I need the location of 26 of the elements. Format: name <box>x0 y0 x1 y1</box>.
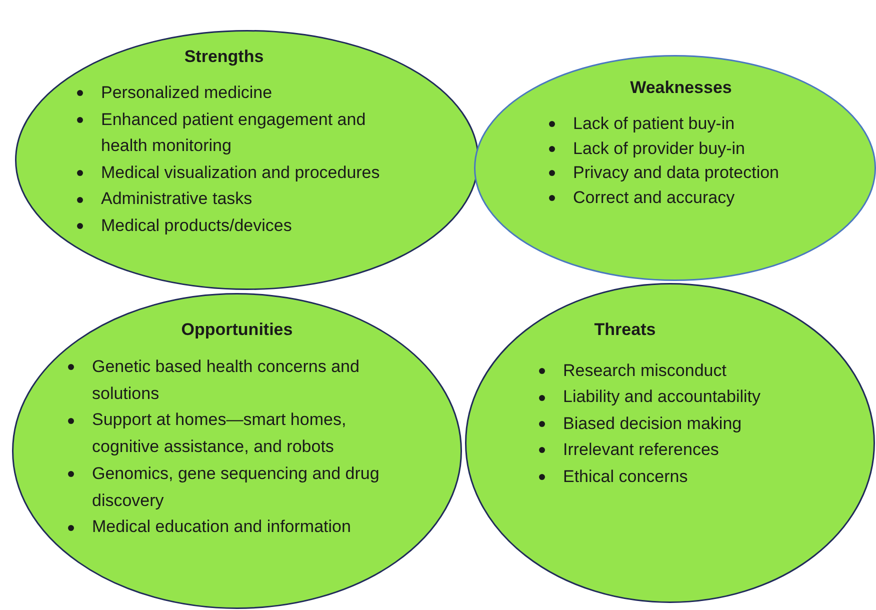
bullet-text: Administrative tasks <box>101 189 252 208</box>
bullet-text: Research misconduct <box>563 361 726 380</box>
bullet-text: Medical education and information <box>92 517 351 536</box>
bullet-text: Correct and accuracy <box>573 188 735 206</box>
bullet-text: Medical visualization and procedures <box>101 162 380 182</box>
bullet-text: Liability and accountability <box>563 387 761 406</box>
swot-ellipse <box>474 55 876 281</box>
quadrant-heading: Threats <box>594 320 656 340</box>
quadrant-heading: Weaknesses <box>630 78 732 98</box>
swot-ellipse <box>12 293 462 609</box>
bullet-text: Personalized medicine <box>101 83 272 102</box>
bullet-text: Ethical concerns <box>563 466 688 486</box>
bullet-text: Support at homes—smart homes, cognitive assistance, and robots <box>92 410 346 456</box>
swot-ellipse <box>465 283 875 603</box>
bullet-text: Biased decision making <box>563 414 742 433</box>
bullet-text: Genomics, gene sequencing and drug discovery <box>92 464 380 510</box>
bullet-text: Enhanced patient engagement and health monitoring <box>101 110 366 156</box>
quadrant-heading: Strengths <box>184 47 264 67</box>
bullet-text: Genetic based health concerns and solutions <box>92 357 360 403</box>
bullet-text: Lack of patient buy-in <box>573 114 735 133</box>
swot-ellipse <box>15 30 479 290</box>
bullet-text: Medical products/devices <box>101 216 292 235</box>
bullet-text: Privacy and data protection <box>573 163 780 182</box>
bullet-text: Lack of provider buy-in <box>573 138 745 158</box>
bullet-text: Irrelevant references <box>563 440 719 460</box>
quadrant-heading: Opportunities <box>181 320 293 340</box>
